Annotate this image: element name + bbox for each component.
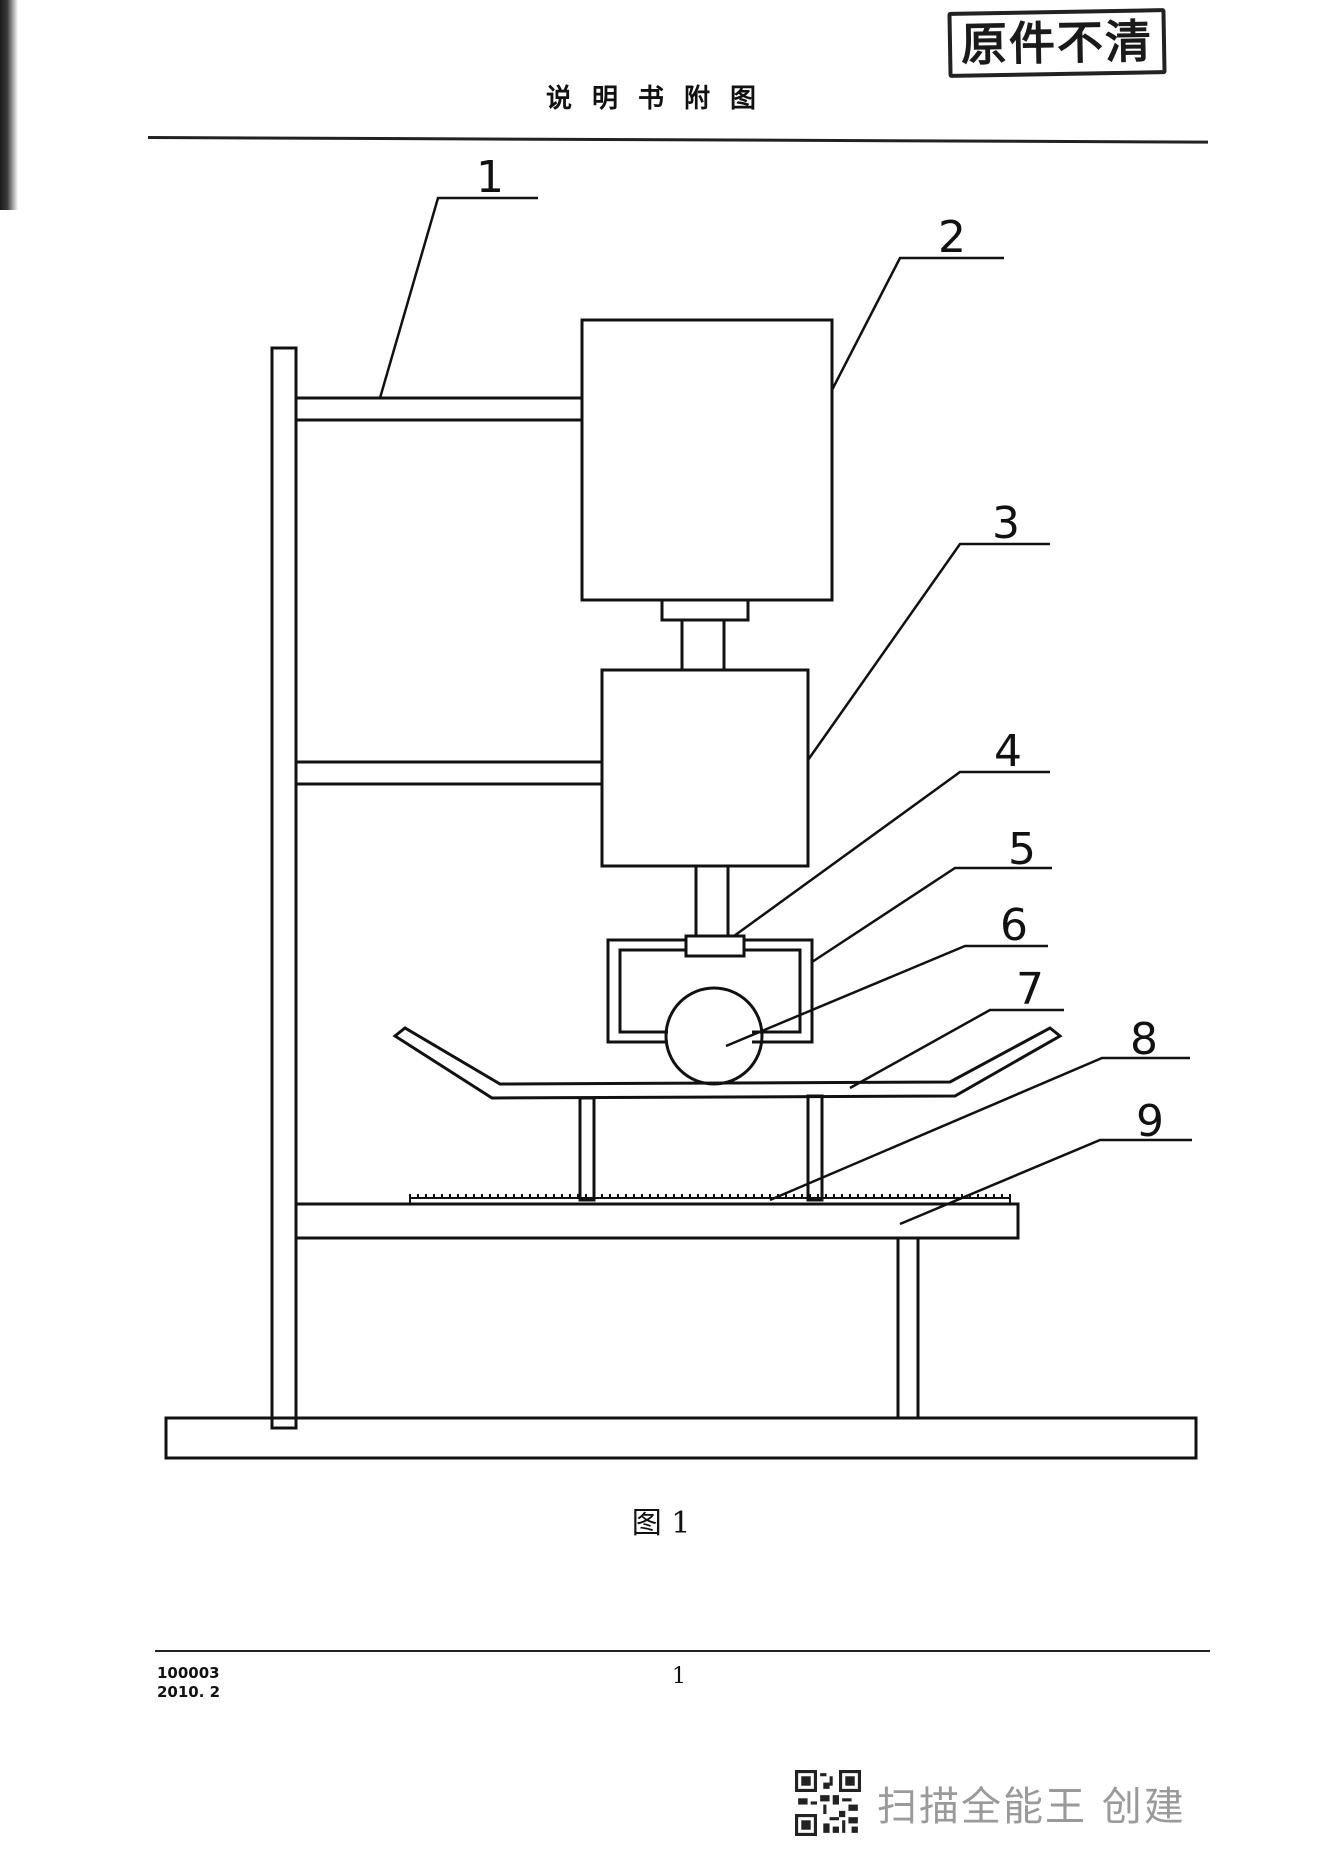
u-frame-outer-right [744,938,814,1044]
leader-6 [725,944,1048,1048]
middle-block [600,668,810,868]
leader-4 [733,770,1050,938]
watermark-text: 扫描全能王 创建 [877,1784,1186,1830]
u-frame-outer [606,938,686,1044]
leader-3 [806,542,1050,761]
callout-8: 8 [1130,1014,1158,1065]
callout-6: 6 [1000,900,1028,951]
callout-1: 1 [476,152,504,203]
tray [392,1026,1063,1100]
leader-9 [899,1138,1192,1226]
upper-shaft [680,618,726,672]
vertical-post [270,346,298,1430]
upper-block [580,318,834,602]
form-code-number: 100003 [157,1664,220,1682]
ground-base [164,1416,1198,1460]
work-platform [294,1202,1020,1240]
lower-arm [294,760,604,786]
qr-code-icon [795,1770,861,1836]
platform-leg [896,1236,920,1420]
leader-lines [378,196,1192,1226]
u-frame-inner-right [744,948,802,1034]
leader-2 [830,256,1004,391]
page-title: 说明书附图 [545,84,776,114]
callout-9: 9 [1136,1096,1164,1147]
figure-caption: 图 1 [631,1506,691,1541]
callout-4: 4 [994,726,1022,777]
connector-plate [684,934,746,958]
tray-leg-right [806,1094,824,1202]
leader-5 [811,866,1052,964]
form-code: 100003 2010. 2 [157,1664,220,1702]
upper-coupling [660,598,750,622]
page-number: 1 [672,1664,686,1689]
tray-leg-left [578,1096,596,1202]
form-code-date: 2010. 2 [157,1683,221,1701]
leader-1 [378,196,538,399]
rack-teeth [409,1194,1011,1198]
footer-divider [155,1650,1210,1652]
scanner-watermark: 扫描全能王 创建 [795,1768,1186,1838]
leader-8 [769,1056,1190,1202]
u-frame-inner [618,948,686,1034]
callout-7: 7 [1016,964,1044,1015]
callout-2: 2 [938,212,966,263]
callout-3: 3 [992,498,1020,549]
lower-shaft [694,864,730,938]
callout-5: 5 [1008,824,1036,875]
upper-arm [294,396,584,422]
leader-7 [849,1008,1064,1090]
scan-shadow-edge [0,0,18,210]
